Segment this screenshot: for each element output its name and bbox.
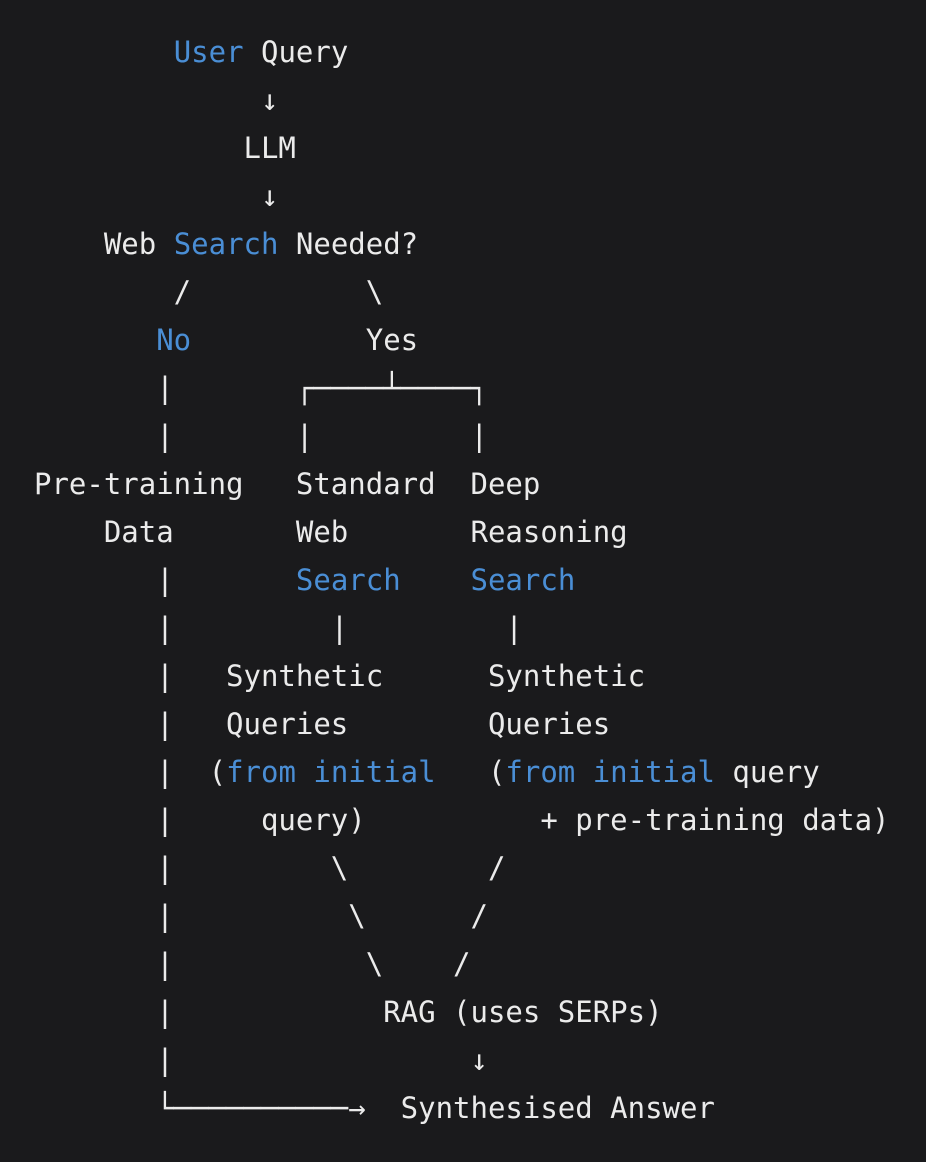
text-segment: query (714, 755, 820, 789)
diagram-line: | ↓ (34, 1043, 488, 1077)
text-segment: | | | (34, 419, 488, 453)
text-segment: ( (435, 755, 506, 789)
text-segment: Pre-training Standard Deep (34, 467, 541, 501)
text-segment: | ↓ (34, 1043, 488, 1077)
text-segment: | | | (34, 611, 523, 645)
diagram-line: | ┌────┴────┐ (34, 371, 488, 405)
ascii-flowchart: User Query ↓ LLM ↓ Web Search Needed? / … (34, 35, 890, 1125)
diagram-line: ↓ (34, 179, 278, 213)
accent-text-segment: Search (173, 227, 279, 261)
diagram-line: No Yes (34, 323, 418, 357)
diagram-line: | RAG (uses SERPs) (34, 995, 663, 1029)
accent-text-segment: User (173, 35, 244, 69)
diagram-line: | \ / (34, 851, 505, 885)
text-segment: ↓ (34, 179, 279, 213)
accent-text-segment: Search (295, 563, 401, 597)
text-segment: | ( (34, 755, 227, 789)
diagram-line: Web Search Needed? (34, 227, 418, 261)
text-segment: | \ / (34, 851, 506, 885)
diagram-line: | \ / (34, 947, 471, 981)
diagram-line: ↓ (34, 83, 278, 117)
diagram-line: Pre-training Standard Deep (34, 467, 540, 501)
diagram-line: | Synthetic Synthetic (34, 659, 645, 693)
text-segment: / \ (34, 275, 384, 309)
text-segment: Data Web Reasoning (34, 515, 628, 549)
text-segment: | ┌────┴────┐ (34, 371, 488, 405)
accent-text-segment: from initial (505, 755, 715, 789)
text-segment: └──────────→ Synthesised Answer (34, 1091, 715, 1125)
diagram-line: | (from initial (from initial query (34, 755, 820, 789)
text-segment: Yes (191, 323, 419, 357)
diagram-line: | | | (34, 611, 523, 645)
diagram-line: / \ (34, 275, 384, 309)
text-segment (401, 563, 471, 597)
diagram-line: └──────────→ Synthesised Answer (34, 1091, 715, 1125)
text-segment (34, 35, 174, 69)
text-segment: LLM (34, 131, 296, 165)
diagram-line: Data Web Reasoning (34, 515, 628, 549)
diagram-line: | \ / (34, 899, 488, 933)
diagram-line: | Queries Queries (34, 707, 610, 741)
text-segment: | Synthetic Synthetic (34, 659, 646, 693)
accent-text-segment: Search (470, 563, 576, 597)
diagram-line: LLM (34, 131, 296, 165)
text-segment: | \ / (34, 899, 488, 933)
text-segment (34, 323, 156, 357)
diagram-line: | query) + pre-training data) (34, 803, 890, 837)
text-segment: | \ / (34, 947, 471, 981)
text-segment: Web (34, 227, 174, 261)
accent-text-segment: from initial (226, 755, 436, 789)
text-segment: Needed? (278, 227, 419, 261)
diagram-line: | Search Search (34, 563, 575, 597)
text-segment: ↓ (34, 83, 279, 117)
text-segment: | query) + pre-training data) (34, 803, 890, 837)
diagram-line: | | | (34, 419, 488, 453)
diagram-line: User Query (34, 35, 349, 69)
text-segment: Query (243, 35, 349, 69)
accent-text-segment: No (156, 323, 192, 357)
text-segment: | Queries Queries (34, 707, 611, 741)
text-segment: | (34, 563, 296, 597)
text-segment: | RAG (uses SERPs) (34, 995, 663, 1029)
